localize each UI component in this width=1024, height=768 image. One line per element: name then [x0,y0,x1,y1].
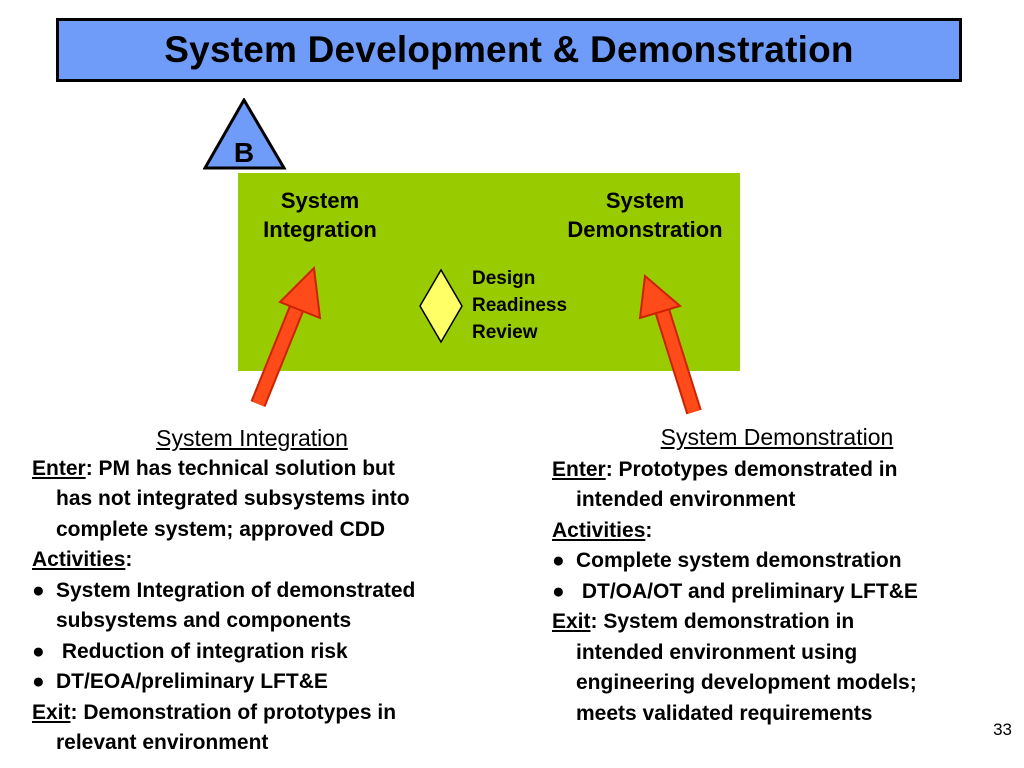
enter-text: : Prototypes demonstrated in [605,457,898,481]
bullet-icon: ● [32,578,45,602]
enter-label: Enter [32,456,86,480]
milestone-letter: B [234,137,254,168]
activity-item: DT/EOA/preliminary LFT&E [56,670,328,693]
activities-label: Activities [552,518,646,542]
bullet-icon: ● [32,639,45,663]
activity-item: System Integration of demonstrated [56,578,416,602]
slide-title: System Development & Demonstration [164,29,854,70]
left-heading: System Integration [156,425,348,451]
exit-text-cont: intended environment using [576,640,858,664]
arrow-up-integration-icon [250,265,322,407]
design-readiness-review-label: Design Readiness Review [472,265,567,346]
left-column: System Integration Enter: PM has technic… [32,423,502,759]
slide-title-box: System Development & Demonstration [56,18,962,82]
phase-box [238,173,740,371]
enter-text: : PM has technical solution but [85,456,395,480]
exit-text-cont: meets validated requirements [576,701,873,725]
right-column: System Demonstration Enter: Prototypes d… [552,422,1012,729]
enter-text-cont: has not integrated subsystems into [56,487,410,510]
activities-colon: : [645,518,653,542]
right-heading: System Demonstration [660,424,894,450]
enter-text-cont: intended environment [576,488,796,511]
enter-label: Enter [552,457,606,481]
phase-label-line: System [280,188,360,213]
enter-text-cont: complete system; approved CDD [56,517,386,541]
review-label-line: Readiness [472,295,568,316]
bullet-icon: ● [552,549,565,572]
exit-text: : System demonstration in [590,610,855,633]
phase-label-line: Integration [263,217,377,242]
activity-item: Reduction of integration risk [56,639,348,663]
milestone-b-marker: B [203,98,287,170]
phase-label-line: Demonstration [567,217,723,242]
design-review-diamond-icon [419,268,463,344]
phase-label-demonstration: System Demonstration [550,186,740,244]
bullet-icon: ● [552,579,565,603]
activity-item: DT/OA/OT and preliminary LFT&E [576,579,918,603]
exit-label: Exit [552,610,591,633]
exit-text-cont: engineering development models; [576,671,917,694]
phase-label-integration: System Integration [250,186,390,244]
activities-colon: : [125,548,133,571]
bullet-icon: ● [32,670,45,693]
arrow-up-demonstration-icon [638,274,702,415]
activity-item: Complete system demonstration [576,549,902,572]
review-label-line: Review [472,322,538,343]
exit-label: Exit [32,700,71,724]
phase-label-line: System [605,188,685,213]
exit-text: : Demonstration of prototypes in [70,700,397,724]
exit-text-cont: relevant environment [56,731,269,754]
activities-label: Activities [32,548,126,571]
review-label-line: Design [472,268,536,289]
activity-item-cont: subsystems and components [56,609,352,632]
page-number: 33 [993,720,1012,739]
